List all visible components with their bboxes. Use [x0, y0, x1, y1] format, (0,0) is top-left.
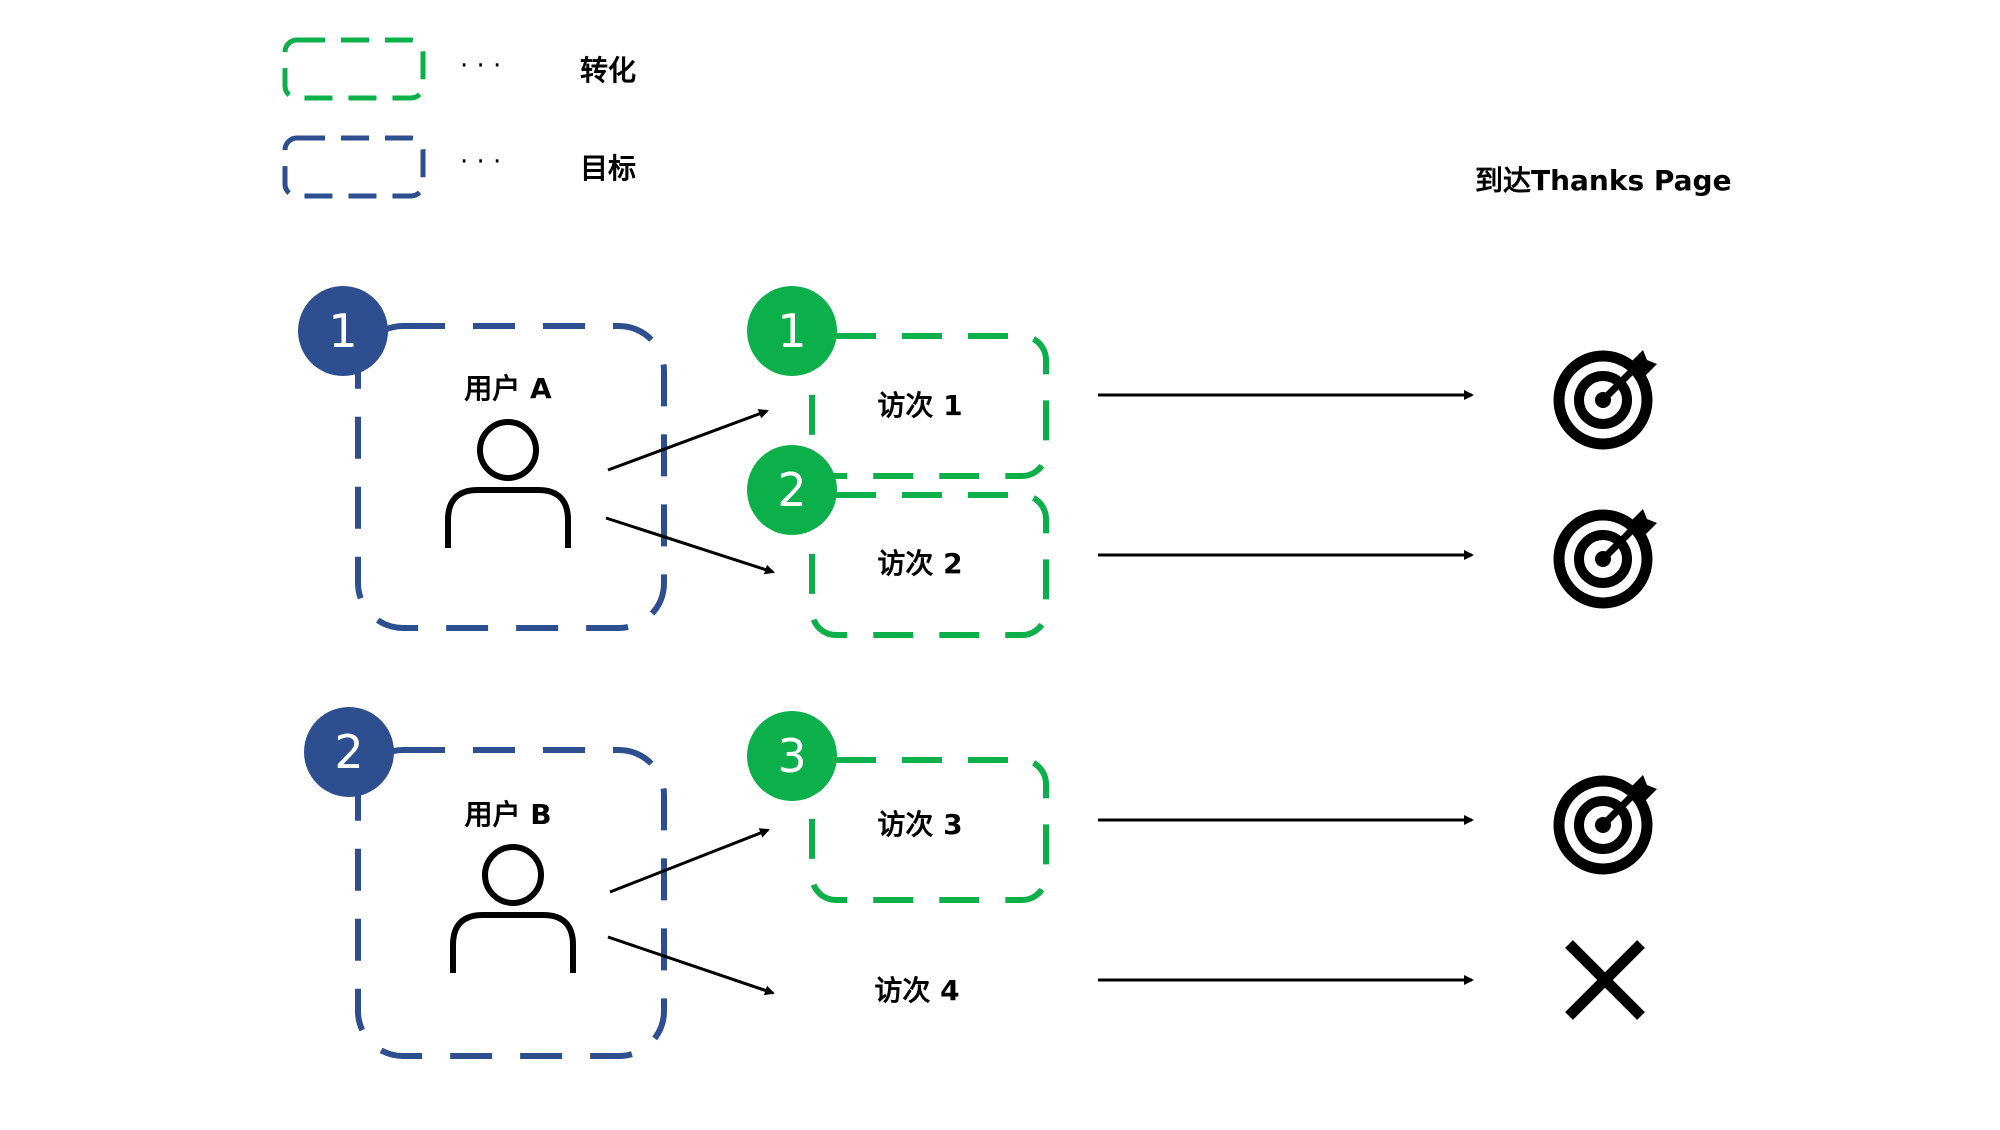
user-b-label: 用户 B [464, 798, 551, 831]
user-visit-arrows [605, 409, 775, 996]
target-icon [1559, 509, 1657, 603]
user-a-badge [298, 286, 388, 376]
user-a-box [355, 323, 667, 631]
outcome-header: 到达Thanks Page [1475, 164, 1732, 197]
target-icon [1559, 775, 1657, 869]
user-b-person-icon [453, 847, 573, 973]
visit-2-label: 访次 2 [877, 547, 962, 580]
visit-2-group: 2 访次 2 [747, 445, 1049, 638]
user-a-label: 用户 A [464, 372, 552, 405]
user-b-group: 2 用户 B [304, 707, 667, 1059]
visit-2-conversion-badge-number: 2 [777, 463, 806, 517]
user-a-group: 1 用户 A [298, 286, 667, 631]
user-b-badge [304, 707, 394, 797]
visit-3-group: 3 访次 3 [747, 711, 1049, 903]
visit-2-box [809, 492, 1049, 638]
visit-4-label: 访次 4 [874, 974, 959, 1007]
user-b-badge-number: 2 [334, 725, 363, 779]
outcomes [1559, 350, 1657, 1020]
visit-3-box [809, 757, 1049, 903]
arrow-user-b-to-visit-4 [607, 935, 775, 996]
user-a-badge-number: 1 [328, 304, 357, 358]
legend-item-conversion: · · · 转化 [282, 37, 636, 101]
visit-1-conversion-badge [747, 286, 837, 376]
x-icon [1565, 940, 1645, 1020]
visit-3-label: 访次 3 [877, 808, 962, 841]
user-b-box [355, 747, 667, 1059]
legend-dots-goal: · · · [460, 147, 501, 177]
visit-1-group: 1 访次 1 [747, 286, 1049, 479]
visit-1-box [809, 333, 1049, 479]
visit-4-group: 访次 4 [874, 974, 959, 1007]
visit-1-conversion-badge-number: 1 [777, 304, 806, 358]
legend-label-goal: 目标 [580, 152, 636, 185]
legend: · · · 转化 · · · 目标 [282, 37, 636, 199]
visit-2-conversion-badge [747, 445, 837, 535]
legend-dots-conversion: · · · [460, 51, 501, 81]
legend-label-conversion: 转化 [580, 54, 636, 87]
visit-3-conversion-badge-number: 3 [777, 729, 806, 783]
visit-3-conversion-badge [747, 711, 837, 801]
arrow-user-a-to-visit-2 [605, 516, 775, 575]
arrow-user-b-to-visit-3 [609, 828, 770, 894]
legend-swatch-conversion [282, 37, 426, 101]
target-icon [1559, 350, 1657, 444]
legend-item-goal: · · · 目标 [282, 135, 636, 199]
visit-1-label: 访次 1 [877, 389, 962, 422]
visit-outcome-arrows [1098, 390, 1474, 985]
arrow-user-a-to-visit-1 [607, 409, 769, 472]
legend-swatch-goal [282, 135, 426, 199]
user-a-person-icon [448, 422, 568, 548]
